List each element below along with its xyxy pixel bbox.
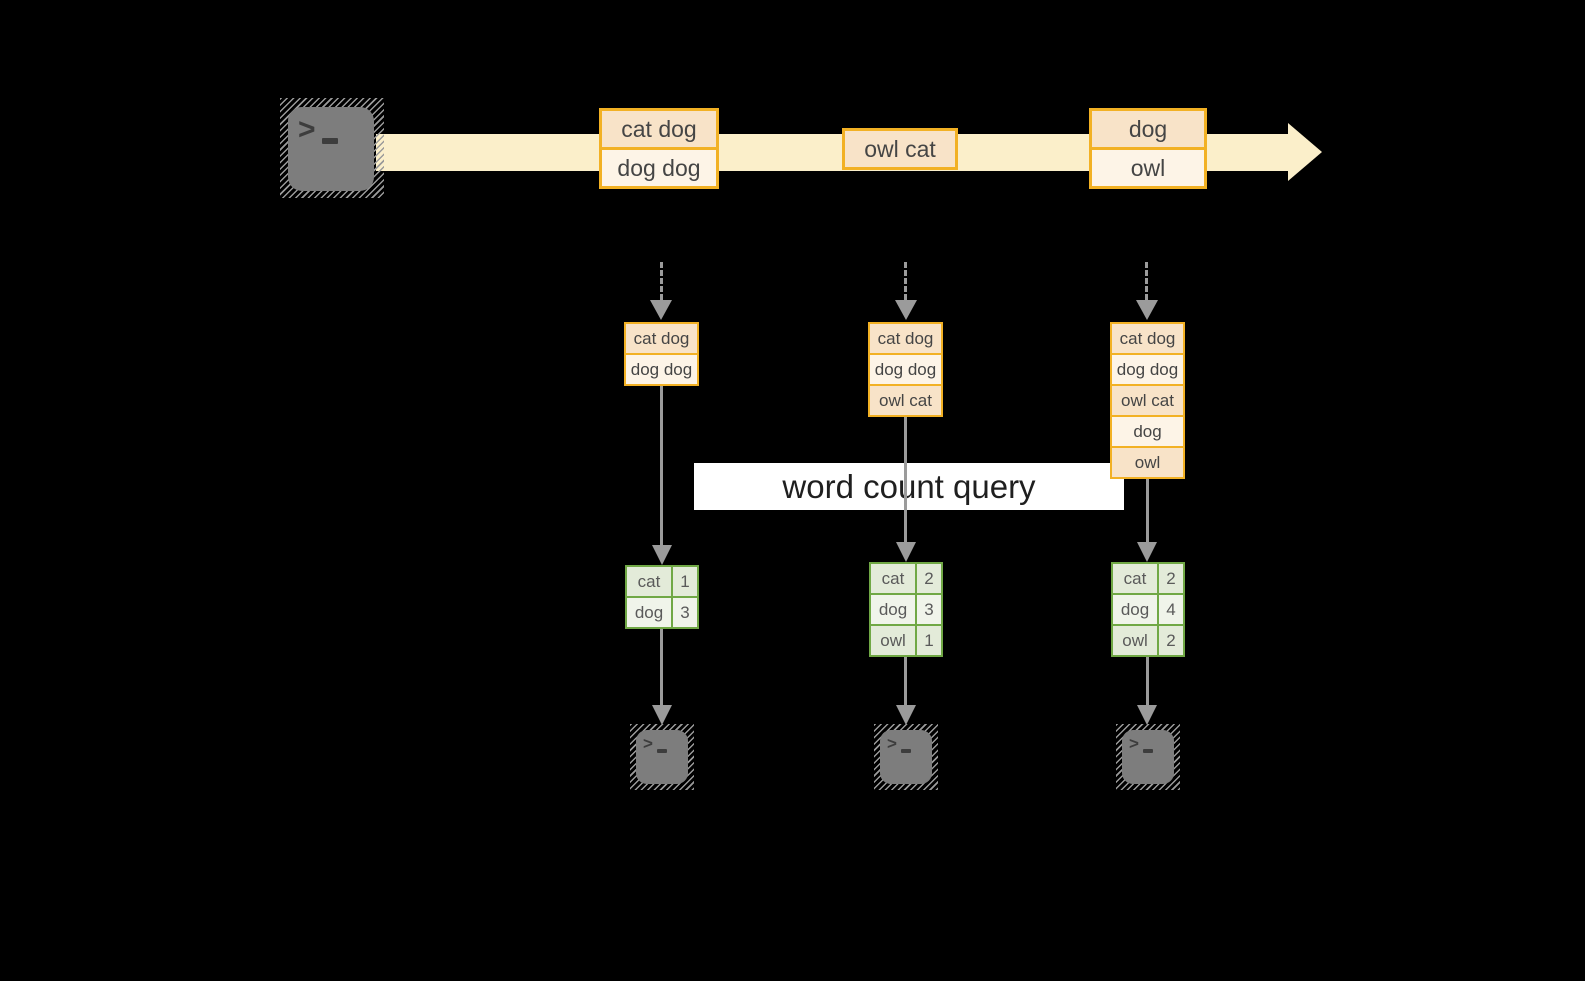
terminal-cursor-icon (1143, 749, 1153, 753)
count-cell: 2 (1166, 630, 1176, 650)
flow-arrow-head (896, 705, 916, 725)
table-row: dog 4 (1113, 593, 1183, 624)
accumulated-cell: owl cat (870, 384, 941, 415)
stream-batch-2: owl cat (842, 128, 958, 170)
stream-arrow-head (1288, 123, 1322, 181)
flow-arrow-line (660, 629, 663, 707)
trigger-arrow-line-1 (660, 262, 663, 300)
trigger-arrow-line-3 (1145, 262, 1148, 300)
flow-arrow-head (652, 705, 672, 725)
table-row: dog 3 (871, 593, 941, 624)
word-count-table-2: cat 2 dog 3 owl 1 (869, 562, 943, 657)
table-row: owl 1 (871, 624, 941, 655)
query-label: word count query (694, 463, 1124, 510)
accumulated-cell: cat dog (870, 324, 941, 353)
table-row: cat 2 (1113, 564, 1183, 593)
source-terminal-icon: > (280, 98, 384, 198)
stream-message-cell: owl cat (845, 131, 955, 167)
word-cell: cat (1113, 564, 1159, 593)
trigger-arrow-head-2 (895, 300, 917, 320)
count-cell: 1 (924, 630, 934, 650)
trigger-arrow-head-3 (1136, 300, 1158, 320)
trigger-arrow-line-2 (904, 262, 907, 300)
word-cell: owl (871, 626, 917, 655)
count-cell: 4 (1166, 599, 1176, 619)
accumulated-cell: dog dog (626, 353, 697, 384)
word-cell: dog (1113, 595, 1159, 624)
stream-batch-3: dog owl (1089, 108, 1207, 189)
trigger-arrow-head-1 (650, 300, 672, 320)
table-row: owl 2 (1113, 624, 1183, 655)
word-count-table-1: cat 1 dog 3 (625, 565, 699, 629)
table-row: cat 2 (871, 564, 941, 593)
stream-message-cell: cat dog (602, 111, 716, 147)
flow-arrow-line (1146, 479, 1149, 544)
accumulated-cell: cat dog (1112, 324, 1183, 353)
sink-terminal-icon-2: > (874, 724, 938, 790)
word-cell: owl (1113, 626, 1159, 655)
count-cell: 3 (680, 602, 690, 622)
accumulated-cell: owl cat (1112, 384, 1183, 415)
flow-arrow-head (1137, 542, 1157, 562)
accumulated-input-1: cat dog dog dog (624, 322, 699, 386)
count-cell: 2 (1166, 568, 1176, 588)
count-cell: 1 (680, 571, 690, 591)
sink-terminal-icon-1: > (630, 724, 694, 790)
accumulated-cell: cat dog (626, 324, 697, 353)
accumulated-input-2: cat dog dog dog owl cat (868, 322, 943, 417)
terminal-cursor-icon (901, 749, 911, 753)
terminal-prompt-icon: > (643, 734, 653, 753)
stream-batch-1: cat dog dog dog (599, 108, 719, 189)
word-cell: dog (627, 598, 673, 627)
accumulated-cell: dog dog (870, 353, 941, 384)
flow-arrow-line (660, 386, 663, 547)
flow-arrow-line (904, 417, 907, 544)
terminal-cursor-icon (657, 749, 667, 753)
stream-message-cell: owl (1092, 147, 1204, 186)
terminal-prompt-icon: > (887, 734, 897, 753)
terminal-screen: > (288, 107, 374, 191)
count-cell: 2 (924, 568, 934, 588)
flow-arrow-head (652, 545, 672, 565)
accumulated-cell: dog dog (1112, 353, 1183, 384)
table-row: cat 1 (627, 567, 697, 596)
terminal-screen: > (636, 730, 688, 784)
word-cell: cat (627, 567, 673, 596)
terminal-screen: > (1122, 730, 1174, 784)
flow-arrow-head (896, 542, 916, 562)
accumulated-cell: owl (1112, 446, 1183, 477)
flow-arrow-line (904, 657, 907, 707)
word-cell: cat (871, 564, 917, 593)
stream-message-cell: dog dog (602, 147, 716, 186)
flow-arrow-head (1137, 705, 1157, 725)
word-cell: dog (871, 595, 917, 624)
table-row: dog 3 (627, 596, 697, 627)
count-cell: 3 (924, 599, 934, 619)
accumulated-cell: dog (1112, 415, 1183, 446)
stream-message-cell: dog (1092, 111, 1204, 147)
terminal-cursor-icon (322, 138, 338, 144)
terminal-prompt-icon: > (1129, 734, 1139, 753)
sink-terminal-icon-3: > (1116, 724, 1180, 790)
flow-arrow-line (1146, 657, 1149, 707)
accumulated-input-3: cat dog dog dog owl cat dog owl (1110, 322, 1185, 479)
word-count-table-3: cat 2 dog 4 owl 2 (1111, 562, 1185, 657)
terminal-screen: > (880, 730, 932, 784)
terminal-prompt-icon: > (298, 113, 316, 146)
